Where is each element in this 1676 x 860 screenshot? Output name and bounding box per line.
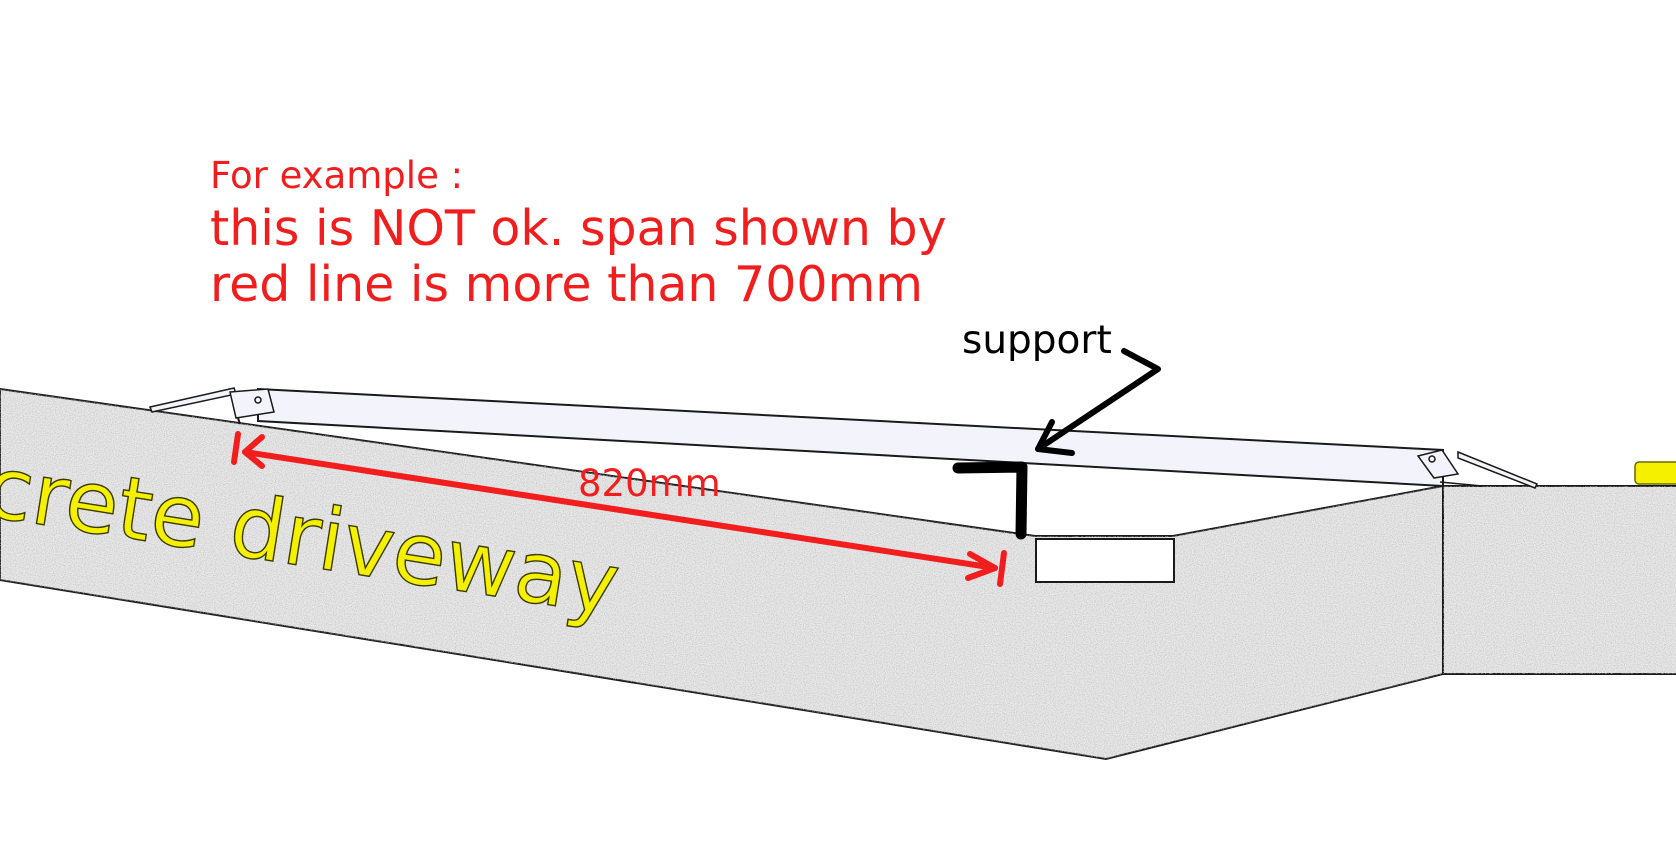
caption-line-3: red line is more than 700mm xyxy=(210,256,924,313)
drain-opening xyxy=(1035,538,1175,583)
dimension-label: 820mm xyxy=(578,462,721,505)
left-hinge-bracket xyxy=(148,387,275,425)
caption-line-2: this is NOT ok. span shown by xyxy=(210,200,947,257)
support-post xyxy=(952,461,1028,540)
caption-line-1: For example : xyxy=(210,154,464,197)
level-block xyxy=(1442,485,1676,675)
support-arrow xyxy=(1035,348,1161,456)
dimension-arrow xyxy=(231,431,1007,587)
yellow-object xyxy=(1634,461,1676,485)
support-label: support xyxy=(962,318,1112,363)
right-hinge-bracket xyxy=(1416,449,1539,489)
